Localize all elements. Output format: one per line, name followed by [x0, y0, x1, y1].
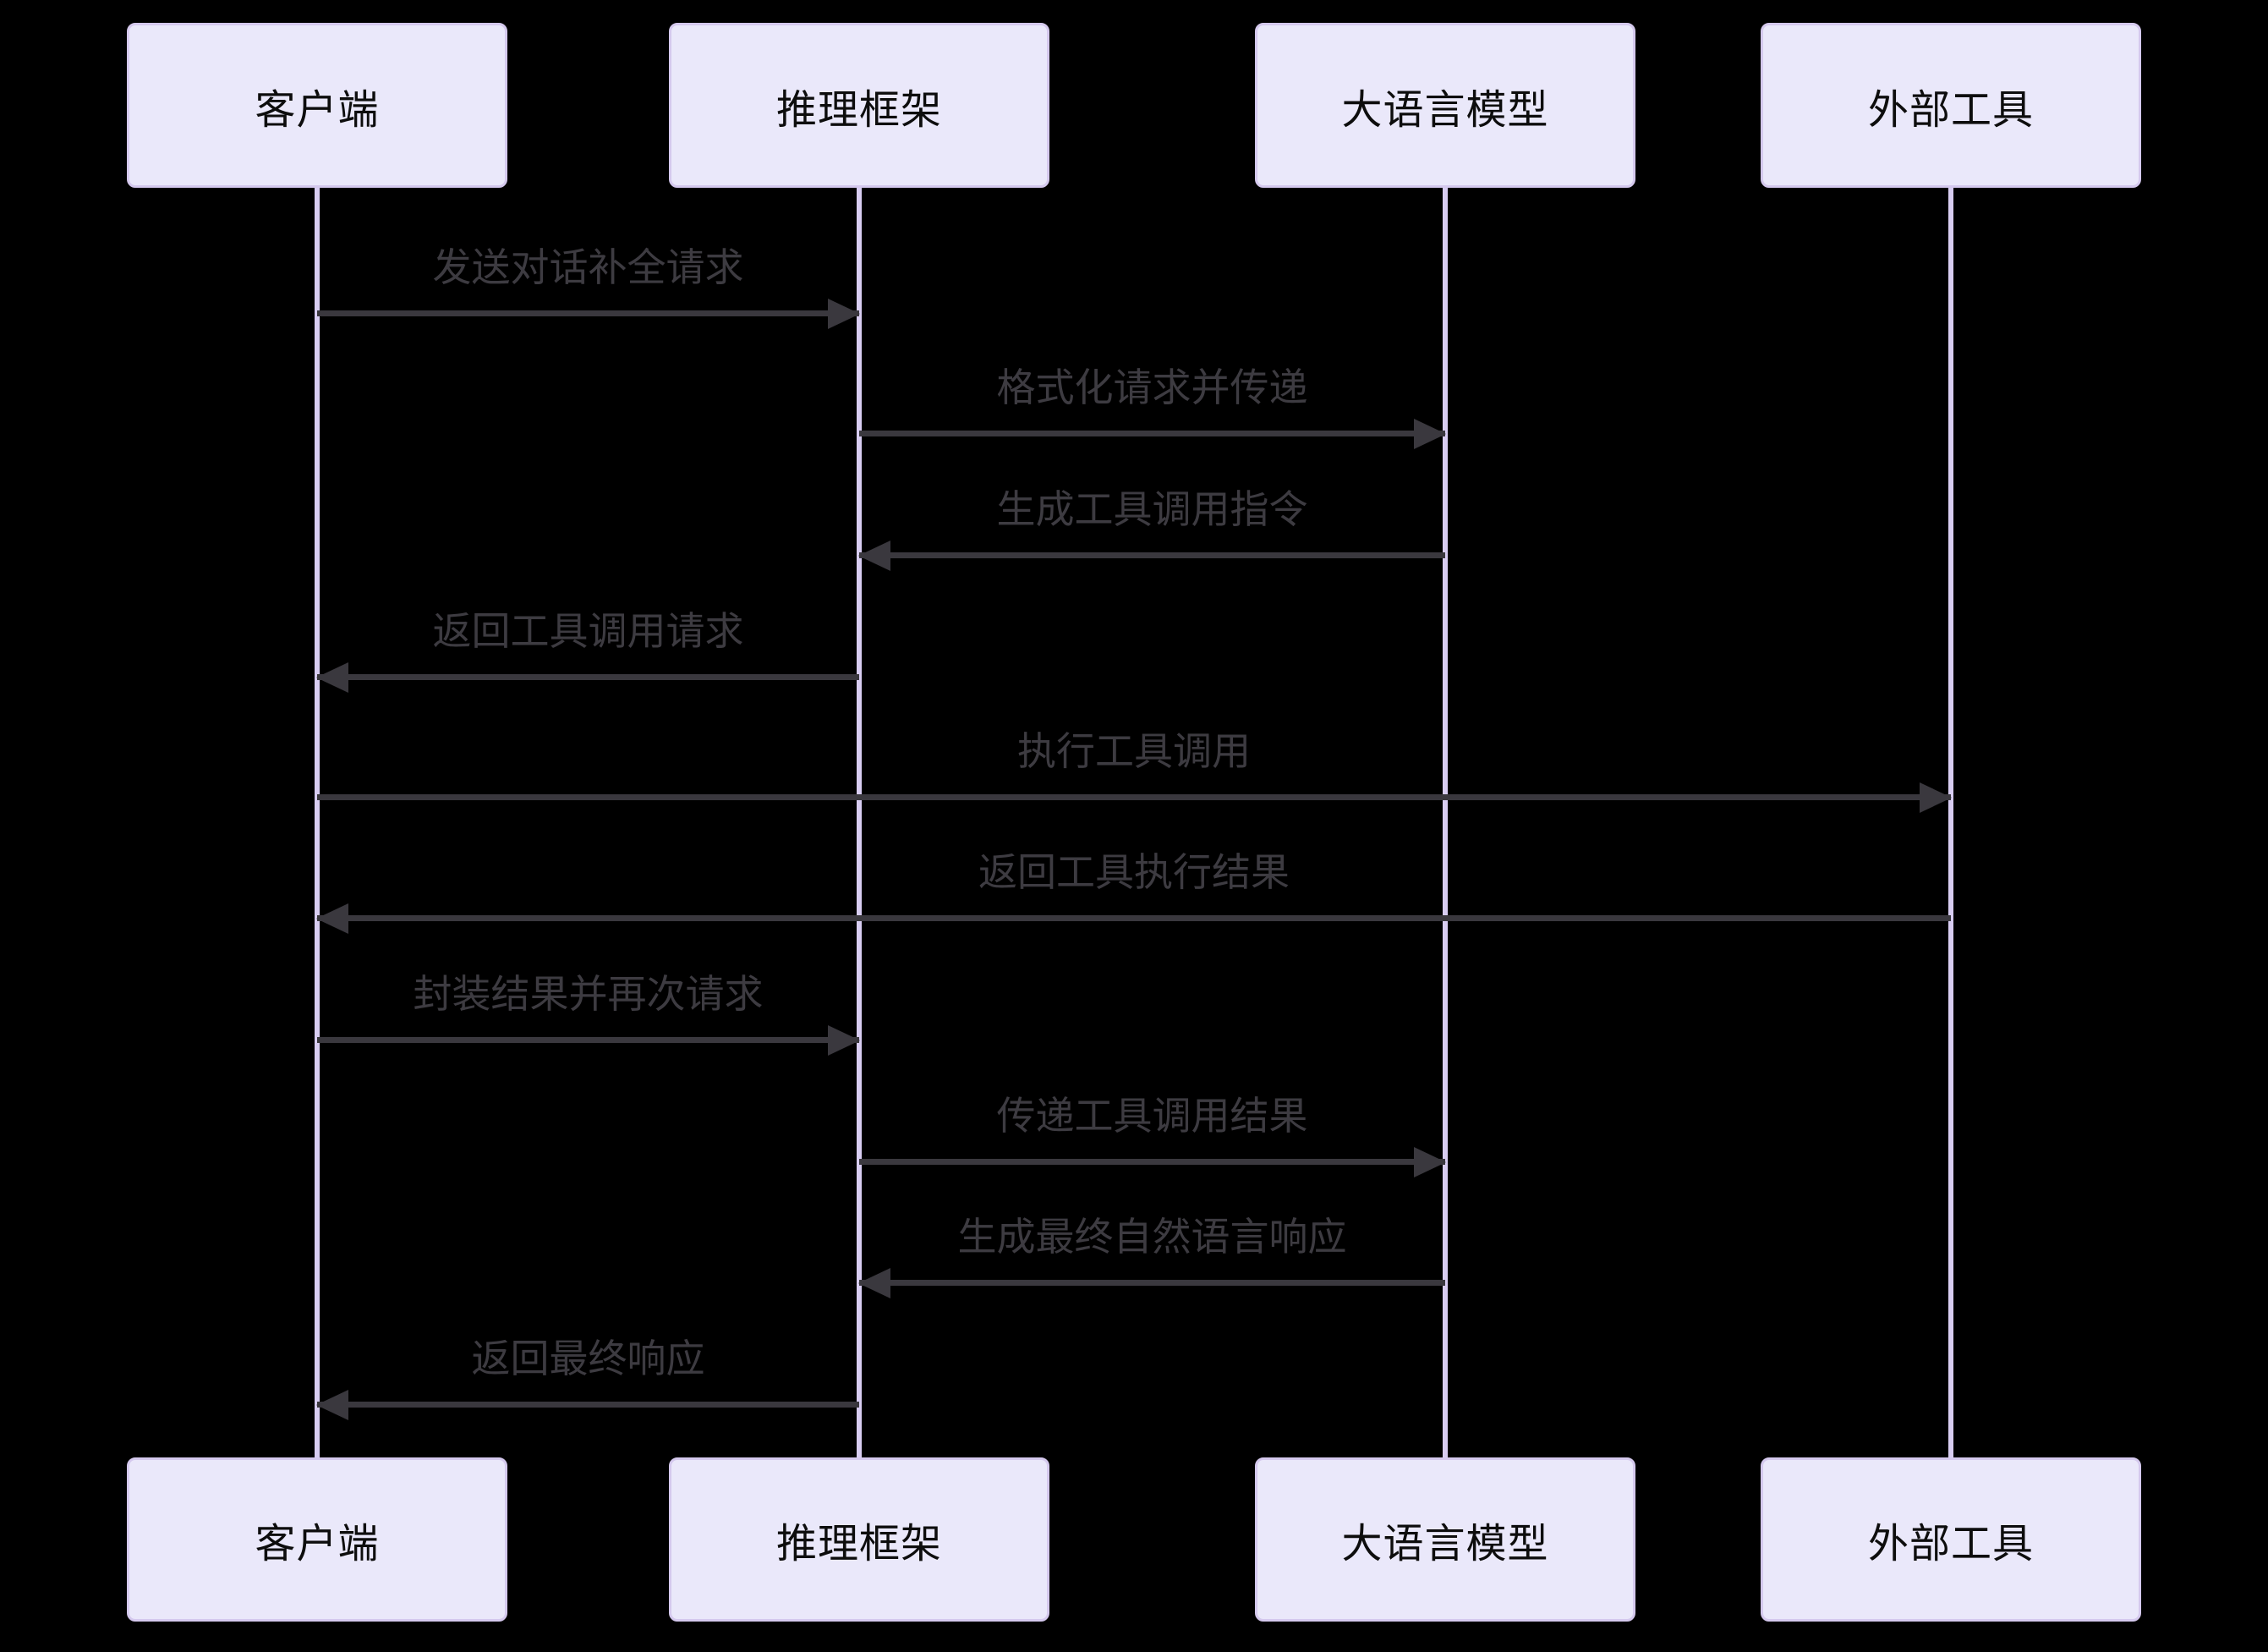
- arrowhead-right-icon: [1920, 782, 1952, 813]
- message-label: 返回最终响应: [471, 1336, 705, 1380]
- message-label: 生成工具调用指令: [996, 486, 1308, 531]
- arrowhead-left-icon: [316, 903, 348, 934]
- lifeline-client: [315, 188, 320, 1457]
- message-label: 封装结果并再次请求: [413, 971, 764, 1016]
- arrowhead-left-icon: [858, 1268, 890, 1298]
- arrowhead-right-icon: [828, 1025, 860, 1056]
- lifeline-llm: [1443, 188, 1448, 1457]
- message-label: 发送对话补全请求: [432, 244, 744, 289]
- actor-box-inference-framework-bottom: 推理框架: [669, 1457, 1049, 1622]
- message-label: 返回工具执行结果: [978, 849, 1290, 894]
- actor-box-external-tools-top: 外部工具: [1761, 23, 2141, 188]
- actor-label: 外部工具: [1867, 1522, 2034, 1567]
- actor-box-llm-top: 大语言模型: [1255, 23, 1635, 188]
- lifeline-external-tools: [1948, 188, 1953, 1457]
- actor-label: 外部工具: [1867, 87, 2034, 133]
- actor-box-inference-framework-top: 推理框架: [669, 23, 1049, 188]
- actor-label: 推理框架: [775, 87, 942, 133]
- actor-label: 客户端: [255, 87, 380, 133]
- message-line: [859, 431, 1445, 436]
- message-line: [859, 552, 1445, 558]
- message-label: 执行工具调用: [1017, 728, 1251, 773]
- message-line: [317, 1037, 859, 1043]
- arrowhead-right-icon: [1414, 419, 1446, 449]
- message-label: 返回工具调用请求: [432, 608, 744, 653]
- message-label: 传递工具调用结果: [996, 1093, 1308, 1138]
- message-line: [317, 674, 859, 680]
- message-label: 格式化请求并传递: [996, 365, 1308, 409]
- arrowhead-left-icon: [858, 541, 890, 571]
- arrowhead-right-icon: [828, 299, 860, 329]
- actor-box-client-top: 客户端: [127, 23, 507, 188]
- arrowhead-left-icon: [316, 662, 348, 693]
- message-line: [859, 1159, 1445, 1165]
- actor-label: 大语言模型: [1341, 1522, 1549, 1567]
- actor-box-client-bottom: 客户端: [127, 1457, 507, 1622]
- actor-label: 客户端: [255, 1522, 380, 1567]
- message-label: 生成最终自然语言响应: [957, 1214, 1347, 1259]
- message-line: [859, 1280, 1445, 1286]
- actor-label: 推理框架: [775, 1522, 942, 1567]
- actor-box-external-tools-bottom: 外部工具: [1761, 1457, 2141, 1622]
- message-line: [317, 310, 859, 316]
- actor-box-llm-bottom: 大语言模型: [1255, 1457, 1635, 1622]
- actor-label: 大语言模型: [1341, 87, 1549, 133]
- lifeline-inference-framework: [857, 188, 862, 1457]
- arrowhead-right-icon: [1414, 1147, 1446, 1177]
- arrowhead-left-icon: [316, 1390, 348, 1420]
- message-line: [317, 1402, 859, 1408]
- message-line: [317, 915, 1951, 921]
- message-line: [317, 794, 1951, 800]
